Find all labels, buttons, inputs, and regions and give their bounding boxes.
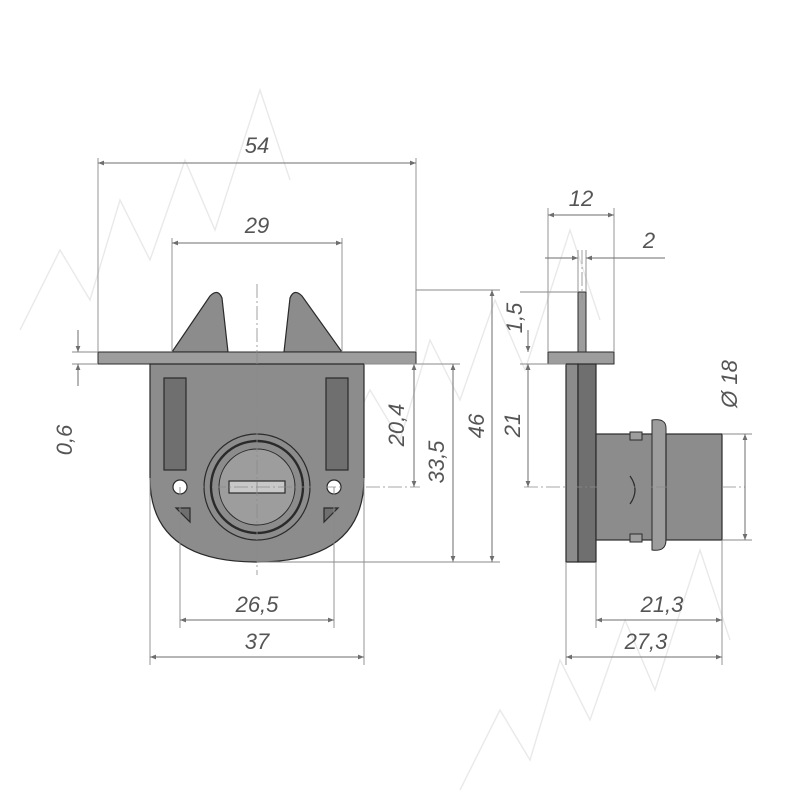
side-cylinder-tab-top: [629, 431, 643, 441]
dim-pin-height: 33,5: [424, 440, 449, 484]
dim-cylinder-diameter: Ø 18: [717, 359, 742, 408]
right-notch: [323, 507, 340, 524]
side-body-plate: [565, 363, 579, 563]
side-body: [577, 363, 597, 563]
dim-overall-depth: 27,3: [624, 629, 669, 654]
dim-latch-span: 29: [244, 213, 269, 238]
watermark-pattern: [19, 87, 731, 791]
front-view: [97, 284, 420, 575]
dim-cylinder-offset: 21: [500, 413, 525, 438]
left-latch-hook: [170, 291, 229, 353]
dim-pin-width: 2: [642, 228, 655, 253]
dim-overall-height: 46: [464, 413, 489, 438]
right-latch-hook: [283, 291, 344, 353]
side-cylinder-tab-bottom: [629, 533, 643, 543]
dim-pin-length: 1,5: [502, 302, 527, 333]
dim-overall-width: 54: [245, 133, 269, 158]
side-view: [524, 250, 745, 563]
side-view-dimensions: 12 2 1,5 21 Ø 18 21,3 27,3: [500, 186, 752, 665]
side-flange: [651, 419, 667, 551]
left-slot: [163, 377, 187, 471]
side-mounting-plate: [547, 351, 615, 365]
dim-plate-thickness: 0,6: [52, 424, 77, 455]
side-pin: [577, 291, 587, 353]
side-cylinder-notch: [629, 475, 636, 505]
dim-pin-spacing: 26,5: [235, 592, 280, 617]
front-view-dimensions: 54 29 0,6 20,4 33,5 46 26,5 37: [52, 133, 500, 665]
dim-key-center-height: 20,4: [384, 404, 409, 448]
dim-cylinder-depth: 21,3: [640, 592, 685, 617]
dim-top-width: 12: [569, 186, 593, 211]
left-notch: [174, 507, 191, 524]
dim-body-width: 37: [245, 629, 270, 654]
right-slot: [325, 377, 349, 471]
